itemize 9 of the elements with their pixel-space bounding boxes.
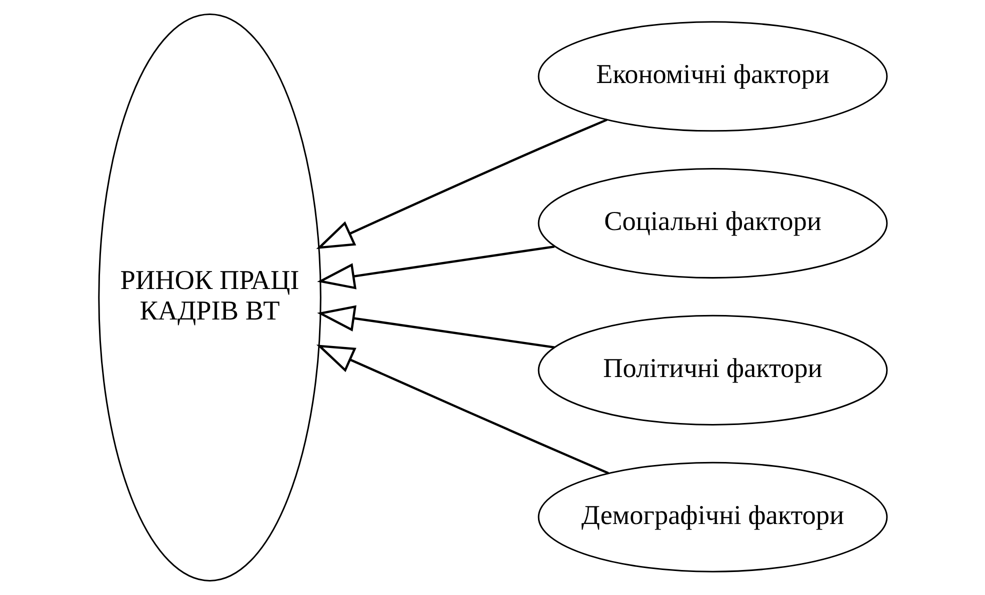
arrow	[316, 305, 554, 349]
node-ellipse: Економічні фактори	[537, 21, 888, 132]
arrow	[316, 118, 607, 250]
node-ellipse: Політичні фактори	[537, 314, 888, 426]
arrow	[316, 245, 554, 290]
node-ellipse: РИНОК ПРАЦІ КАДРІВ ВТ	[98, 14, 321, 582]
node-ellipse: Соціальні фактори	[537, 168, 888, 279]
node-ellipse: Демографічні фактори	[537, 462, 888, 572]
arrow	[316, 344, 608, 474]
